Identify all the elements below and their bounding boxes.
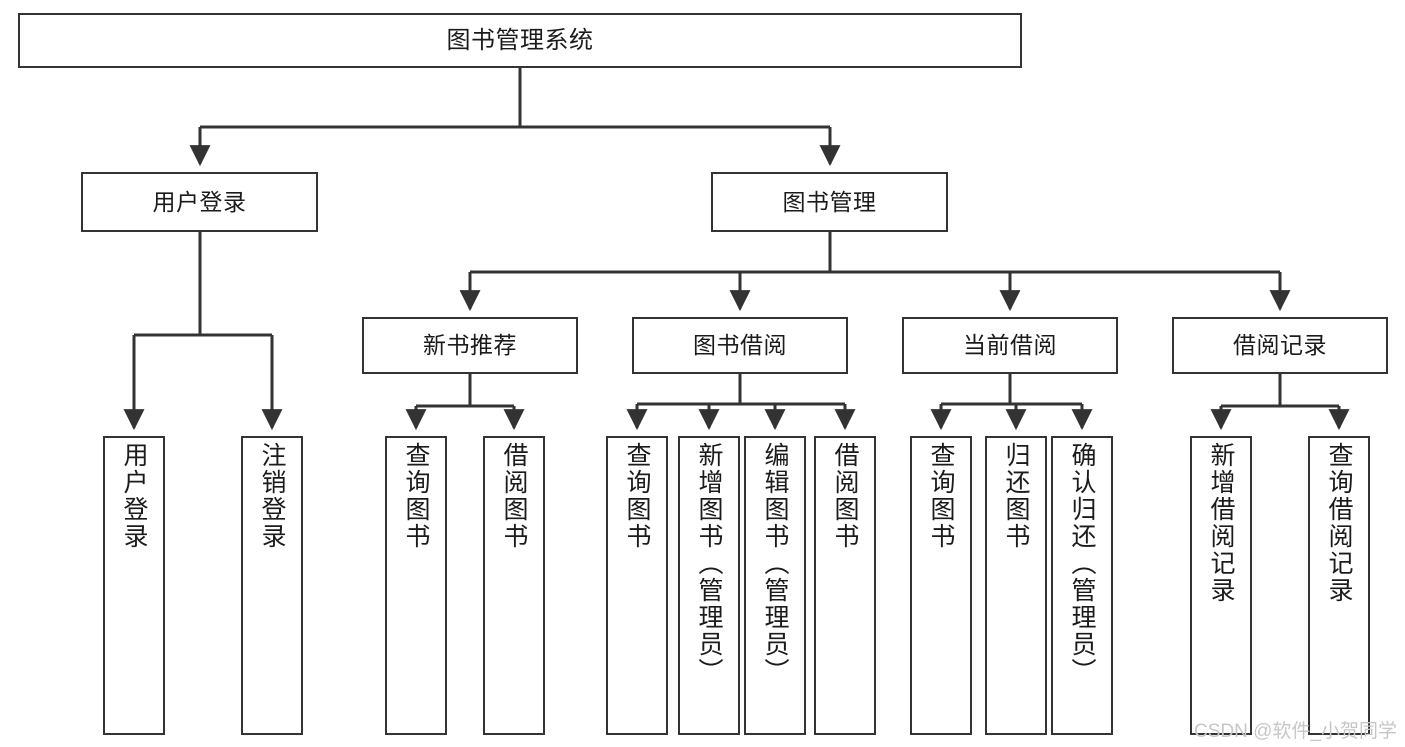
- leaf-add-borrow-record[interactable]: 新增借阅记录: [1190, 436, 1252, 735]
- leaf-user-logout[interactable]: 注销登录: [241, 436, 303, 735]
- node-user-login-label: 用户登录: [152, 188, 247, 215]
- watermark-text: CSDN @软件_小贺同学: [1194, 721, 1397, 742]
- leaf-user-login-label: 用户登录: [120, 442, 148, 550]
- leaf-borrow-book[interactable]: 借阅图书: [814, 436, 876, 735]
- leaf-return-book[interactable]: 归还图书: [985, 436, 1047, 735]
- leaf-user-login[interactable]: 用户登录: [103, 436, 165, 735]
- leaf-add-borrow-record-label: 新增借阅记录: [1207, 442, 1235, 604]
- node-borrow-records-label: 借阅记录: [1233, 332, 1327, 359]
- leaf-query-borrow-record-label: 查询借阅记录: [1325, 442, 1353, 604]
- leaf-query-book-current-label: 查询图书: [927, 442, 955, 550]
- node-book-management-label: 图书管理: [782, 188, 877, 215]
- leaf-edit-book-admin-label: 编辑图书（管理员）: [761, 442, 789, 685]
- leaf-borrow-book-newbook[interactable]: 借阅图书: [483, 436, 545, 735]
- leaf-user-logout-label: 注销登录: [258, 442, 286, 550]
- leaf-query-book-current[interactable]: 查询图书: [910, 436, 972, 735]
- leaf-add-book-admin[interactable]: 新增图书（管理员）: [678, 436, 740, 735]
- leaf-query-book-borrow[interactable]: 查询图书: [606, 436, 668, 735]
- node-new-book-recommend-label: 新书推荐: [423, 332, 517, 359]
- node-user-login[interactable]: 用户登录: [81, 172, 318, 232]
- leaf-query-book-borrow-label: 查询图书: [623, 442, 651, 550]
- leaf-query-book-newbook-label: 查询图书: [402, 442, 430, 550]
- node-current-borrow[interactable]: 当前借阅: [902, 317, 1118, 374]
- node-book-borrow-label: 图书借阅: [693, 332, 787, 359]
- node-borrow-records[interactable]: 借阅记录: [1172, 317, 1388, 374]
- leaf-add-book-admin-label: 新增图书（管理员）: [695, 442, 723, 685]
- node-root[interactable]: 图书管理系统: [18, 13, 1022, 68]
- leaf-query-book-newbook[interactable]: 查询图书: [385, 436, 447, 735]
- leaf-query-borrow-record[interactable]: 查询借阅记录: [1308, 436, 1370, 735]
- leaf-confirm-return-admin-label: 确认归还（管理员）: [1068, 442, 1096, 685]
- leaf-borrow-book-newbook-label: 借阅图书: [500, 442, 528, 550]
- leaf-return-book-label: 归还图书: [1002, 442, 1030, 550]
- node-new-book-recommend[interactable]: 新书推荐: [362, 317, 578, 374]
- node-book-borrow[interactable]: 图书借阅: [632, 317, 848, 374]
- node-current-borrow-label: 当前借阅: [963, 332, 1057, 359]
- node-root-label: 图书管理系统: [446, 26, 594, 54]
- leaf-borrow-book-label: 借阅图书: [831, 442, 859, 550]
- node-book-management[interactable]: 图书管理: [711, 172, 948, 232]
- leaf-edit-book-admin[interactable]: 编辑图书（管理员）: [744, 436, 806, 735]
- leaf-confirm-return-admin[interactable]: 确认归还（管理员）: [1051, 436, 1113, 735]
